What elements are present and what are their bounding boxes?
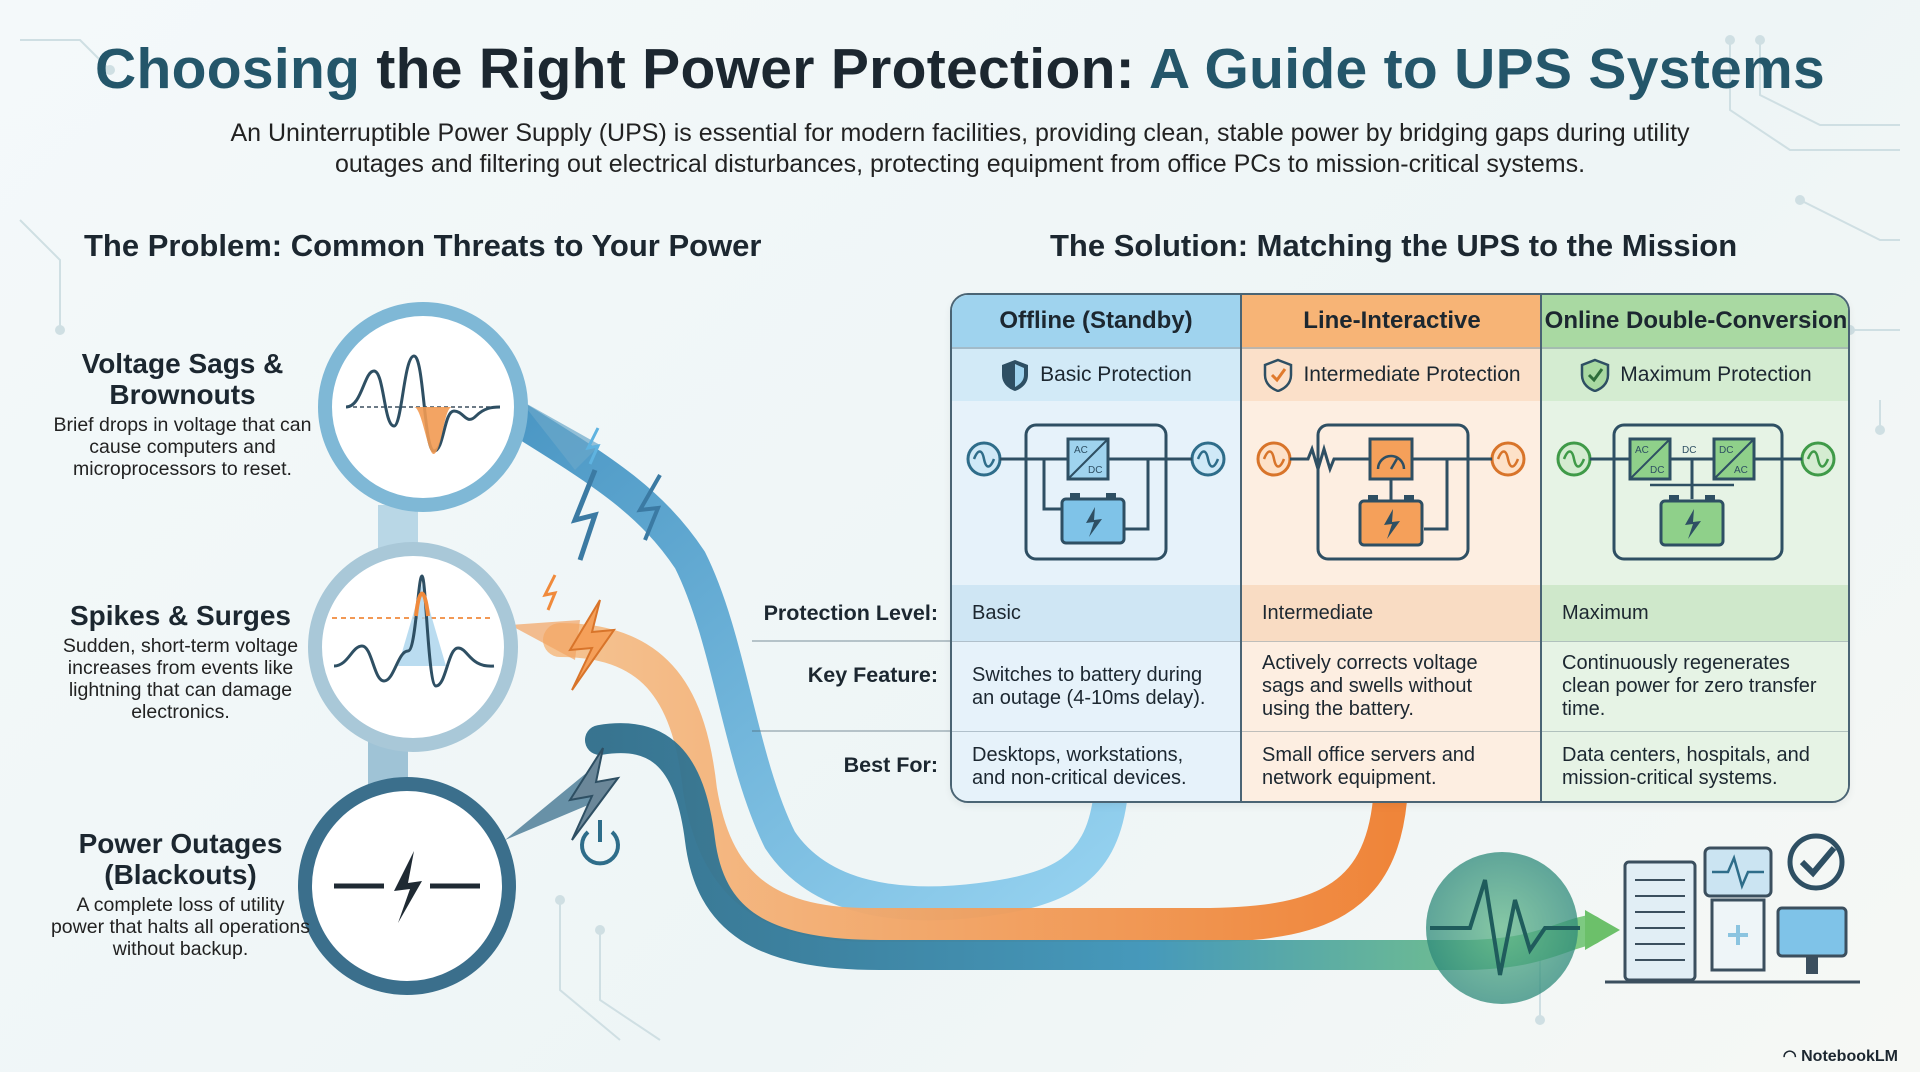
protection-level-cell: Basic [952, 585, 1240, 641]
key-feature-cell: Continuously regenerates clean power for… [1542, 641, 1848, 731]
lightning-icon [542, 574, 558, 611]
solution-heading: The Solution: Matching the UPS to the Mi… [1050, 228, 1738, 263]
threat-description: Brief drops in voltage that can cause co… [53, 414, 312, 480]
threat-title: Spikes & Surges [70, 600, 291, 631]
checkmark-icon [1787, 833, 1845, 891]
brand-label: NotebookLM [1801, 1048, 1898, 1065]
brand-watermark: ◠ NotebookLM [1783, 1046, 1898, 1066]
notebook-icon: ◠ [1782, 1048, 1802, 1065]
problem-heading: The Problem: Common Threats to Your Powe… [84, 228, 762, 263]
intro-paragraph: An Uninterruptible Power Supply (UPS) is… [230, 119, 1690, 178]
sag-waveform-icon [345, 354, 501, 455]
arrow-icon [1585, 910, 1620, 950]
title-part-1: Choosing [95, 37, 377, 101]
sag-waveform-circle [318, 302, 528, 512]
clean-power-wave-icon [1426, 852, 1578, 1004]
diagram-label: DC [1650, 465, 1664, 476]
row-label-best: Best For: [843, 753, 938, 777]
badge-label: Basic Protection [1040, 363, 1192, 386]
clean-power-wave [1430, 879, 1580, 976]
spike-inlet [510, 620, 580, 660]
column-header: Offline (Standby) [952, 295, 1240, 347]
threat-spikes: Spikes & Surges Sudden, short-term volta… [58, 600, 303, 723]
threat-outages: Power Outages (Blackouts) A complete los… [48, 828, 313, 960]
protection-level-cell: Intermediate [1242, 585, 1542, 641]
key-feature-cell: Actively corrects voltage sags and swell… [1242, 641, 1542, 731]
lightning-icon [636, 474, 662, 541]
lightning-icon [570, 469, 599, 561]
outage-line-icon [334, 851, 480, 923]
power-icon [580, 820, 620, 866]
inverter-icon: DC AC [1712, 437, 1756, 481]
threat-title: Power Outages (Blackouts) [78, 828, 283, 890]
server-icon [1623, 860, 1697, 982]
lightning-icon [567, 747, 621, 841]
protection-badge: Basic Protection [952, 347, 1240, 401]
threat-sags: Voltage Sags & Brownouts Brief drops in … [50, 348, 315, 480]
ups-comparison-table: Offline (Standby) Basic Protection AC DC [950, 293, 1850, 803]
diagram-label: DC [1719, 445, 1733, 456]
rectifier-icon: AC DC [1628, 437, 1672, 481]
battery-icon [1358, 495, 1424, 547]
row-label-protection: Protection Level: [763, 601, 938, 625]
column-header: Line-Interactive [1242, 295, 1542, 347]
voltage-regulator-icon [1368, 437, 1414, 481]
column-online-double-conversion: Online Double-Conversion Maximum Protect… [1540, 295, 1848, 801]
monitor-icon [1776, 906, 1848, 974]
key-feature-cell: Switches to battery during an outage (4-… [952, 641, 1240, 731]
page-title: Choosing the Right Power Protection: A G… [0, 36, 1920, 102]
battery-icon [1659, 495, 1725, 547]
badge-label: Maximum Protection [1620, 363, 1812, 386]
column-offline: Offline (Standby) Basic Protection AC DC [952, 295, 1240, 801]
lightning-icon [585, 427, 601, 465]
online-topology-diagram: AC DC DC DC AC [1542, 401, 1848, 585]
shield-icon [1581, 358, 1610, 392]
threat-description: A complete loss of utility power that ha… [50, 894, 311, 960]
diagram-label: DC [1682, 445, 1696, 456]
row-divider [752, 730, 952, 732]
badge-label: Intermediate Protection [1303, 363, 1521, 386]
protection-badge: Intermediate Protection [1242, 347, 1542, 401]
title-part-2: the Right Power Protection: [376, 37, 1135, 101]
outage-circle [298, 777, 516, 995]
title-part-3: A Guide to UPS Systems [1134, 37, 1825, 101]
battery-icon [1060, 493, 1126, 545]
spike-waveform-circle [308, 542, 518, 752]
line-interactive-topology-diagram [1242, 401, 1542, 585]
column-line-interactive: Line-Interactive Intermediate Protection [1240, 295, 1542, 801]
row-label-feature: Key Feature: [807, 663, 938, 687]
best-for-cell: Data centers, hospitals, and mission-cri… [1542, 731, 1848, 801]
threat-description: Sudden, short-term voltage increases fro… [62, 635, 299, 723]
shield-icon [1264, 358, 1293, 392]
threat-title: Voltage Sags & Brownouts [81, 348, 284, 410]
medical-monitor-icon [1703, 846, 1773, 972]
outage-inlet [505, 770, 600, 840]
spike-waveform-icon [332, 574, 495, 688]
spike-flow-ribbon [543, 623, 1407, 942]
protection-level-cell: Maximum [1542, 585, 1848, 641]
lightning-icon [568, 599, 617, 691]
offline-topology-diagram: AC DC [952, 401, 1240, 585]
sag-inlet [520, 400, 600, 470]
column-header: Online Double-Conversion [1542, 295, 1848, 347]
shield-icon [1002, 360, 1029, 391]
diagram-label: AC [1074, 445, 1088, 456]
diagram-label: AC [1734, 465, 1748, 476]
diagram-label: AC [1635, 445, 1649, 456]
row-divider [752, 640, 952, 642]
protection-badge: Maximum Protection [1542, 347, 1848, 401]
diagram-label: DC [1088, 465, 1102, 476]
best-for-cell: Desktops, workstations, and non-critical… [952, 731, 1240, 801]
best-for-cell: Small office servers and network equipme… [1242, 731, 1542, 801]
